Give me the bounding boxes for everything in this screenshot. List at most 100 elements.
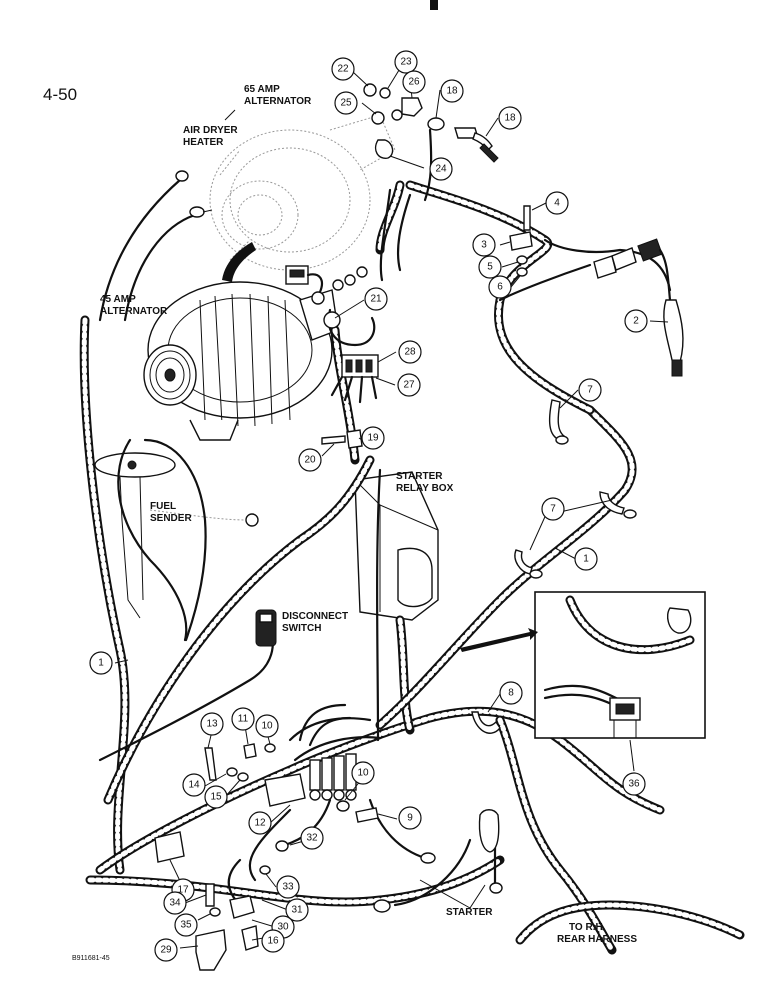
callout-circle <box>174 913 198 937</box>
ground-bolt <box>336 800 379 823</box>
alternator-45-label-line2: ALTERNATOR <box>100 306 168 317</box>
air-dryer-terminals <box>175 170 213 218</box>
callout-number: 3 <box>481 240 487 251</box>
callout-circle <box>163 891 187 915</box>
diode-block <box>323 308 379 404</box>
callout-circle <box>300 826 324 850</box>
callout-circle <box>255 714 279 738</box>
callout-24: 24 <box>429 157 453 181</box>
callout-number: 20 <box>304 455 316 466</box>
detail-inset <box>534 591 706 739</box>
disconnect-switch <box>255 609 277 647</box>
callout-36: 36 <box>622 772 646 796</box>
disconnect-switch-label-line2: SWITCH <box>282 623 321 634</box>
starter-label: STARTER <box>446 907 493 918</box>
callout-7b: 7 <box>541 497 565 521</box>
callout-number: 4 <box>554 198 560 209</box>
callout-10a: 10 <box>255 714 279 738</box>
starter-terminals <box>275 840 503 913</box>
callout-12: 12 <box>248 811 272 835</box>
harness-clamp-17 <box>154 831 185 863</box>
callout-circle <box>361 426 385 450</box>
callout-4: 4 <box>545 191 569 215</box>
callout-10b: 10 <box>351 761 375 785</box>
callout-circle <box>541 497 565 521</box>
starter-relay-box <box>354 471 439 621</box>
alternator-45-label-line1: 45 AMP <box>100 294 136 305</box>
callout-circle <box>154 938 178 962</box>
callout-number: 19 <box>367 433 379 444</box>
callout-6: 6 <box>488 275 512 299</box>
figure-reference: B911681-45 <box>72 955 110 962</box>
callout-circle <box>545 191 569 215</box>
rear-harness-label-line2: REAR HARNESS <box>557 934 637 945</box>
callout-circle <box>402 70 426 94</box>
callout-circle <box>488 275 512 299</box>
callout-circle <box>398 806 422 830</box>
callout-25: 25 <box>334 91 358 115</box>
callout-circle <box>398 340 422 364</box>
callout-circle <box>334 91 358 115</box>
leader-lines <box>114 61 669 949</box>
callout-number: 18 <box>446 86 458 97</box>
callout-number: 8 <box>508 688 514 699</box>
callout-number: 7 <box>587 385 593 396</box>
callout-5: 5 <box>478 255 502 279</box>
callout-circle <box>622 772 646 796</box>
callout-number: 6 <box>497 282 503 293</box>
callout-3: 3 <box>472 233 496 257</box>
callout-number: 9 <box>407 813 413 824</box>
callout-circle <box>498 106 522 130</box>
callout-29: 29 <box>154 938 178 962</box>
alternator-65-label-line1: 65 AMP <box>244 84 280 95</box>
callout-circle <box>440 79 464 103</box>
alternator-hardware-small <box>332 266 368 291</box>
alternator-plug <box>285 265 325 305</box>
harness-clip-7-upper <box>548 399 569 445</box>
callout-number: 5 <box>487 262 493 273</box>
alternator-45-amp <box>143 281 339 441</box>
callout-circle <box>331 57 355 81</box>
callout-1a: 1 <box>574 547 598 571</box>
callout-9: 9 <box>398 806 422 830</box>
callout-27: 27 <box>397 373 421 397</box>
callout-number: 18 <box>504 113 516 124</box>
callout-number: 31 <box>291 905 303 916</box>
callout-circle <box>397 373 421 397</box>
callout-number: 26 <box>408 77 420 88</box>
callout-number: 13 <box>206 719 218 730</box>
callout-circle <box>478 255 502 279</box>
callout-number: 32 <box>306 833 318 844</box>
fuel-sender-label-line1: FUEL <box>150 501 176 512</box>
callout-26: 26 <box>402 70 426 94</box>
alternator-pulley <box>143 344 197 406</box>
callout-number: 21 <box>370 294 382 305</box>
callout-number: 35 <box>180 920 192 931</box>
callout-circle <box>200 712 224 736</box>
callout-18a: 18 <box>440 79 464 103</box>
text-labels: 65 AMP ALTERNATOR AIR DRYER HEATER 45 AM… <box>72 84 637 962</box>
callout-23: 23 <box>394 50 418 74</box>
callout-circle <box>364 287 388 311</box>
alternator-65-hardware <box>363 83 445 159</box>
alternator-swap-arrow <box>222 242 256 282</box>
callout-number: 24 <box>435 164 447 175</box>
callout-number: 36 <box>628 779 640 790</box>
callout-15: 15 <box>204 785 228 809</box>
starter-relay-label-line1: STARTER <box>396 471 443 482</box>
callout-number: 23 <box>400 57 412 68</box>
terminal-block <box>264 703 357 807</box>
alternator-65-amp <box>209 114 396 271</box>
callout-circle <box>285 898 309 922</box>
callout-18b: 18 <box>498 106 522 130</box>
callout-circle <box>298 448 322 472</box>
callout-35: 35 <box>174 913 198 937</box>
callout-circle <box>89 651 113 675</box>
callout-7a: 7 <box>578 378 602 402</box>
fuel-sender <box>94 452 259 619</box>
callout-circle <box>248 811 272 835</box>
callout-circle <box>472 233 496 257</box>
callout-8: 8 <box>499 681 523 705</box>
